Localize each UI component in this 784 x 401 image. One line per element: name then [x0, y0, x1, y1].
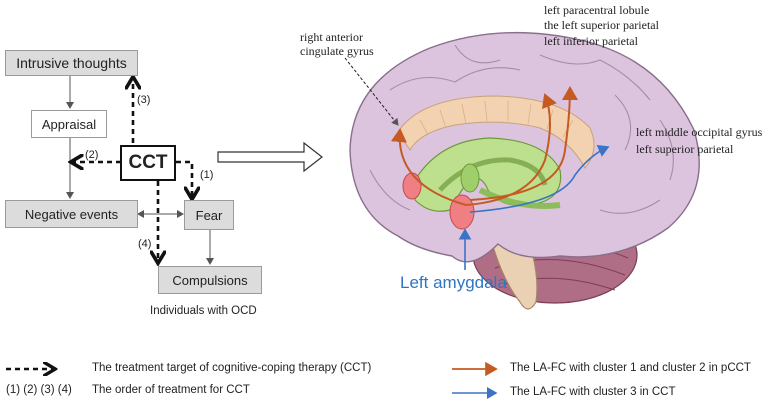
top-region-label-1: left paracentral lobule — [544, 3, 650, 17]
legend-orange-text: The LA-FC with cluster 1 and cluster 2 i… — [510, 362, 751, 374]
cct-dashed-arrows — [72, 78, 192, 262]
appraisal-box: Appraisal — [31, 110, 107, 138]
top-region-label-3: left inferior parietal — [544, 34, 638, 48]
cingulate-label-line1: right anterior — [300, 30, 363, 44]
cingulate-label-line2: cingulate gyrus — [300, 44, 374, 58]
step-4-label: (4) — [138, 238, 152, 250]
right-region-label-1: left middle occipital gyrus — [636, 125, 763, 139]
ocd-caption: Individuals with OCD — [150, 305, 257, 317]
legend-order-text: The order of treatment for CCT — [92, 384, 250, 396]
solid-arrows — [66, 76, 214, 265]
legend-blue-text: The LA-FC with cluster 3 in CCT — [510, 386, 676, 398]
step-3-label: (3) — [137, 94, 151, 106]
legend-dashed-text: The treatment target of cognitive-coping… — [92, 362, 372, 374]
brain-illustration — [349, 31, 700, 310]
right-region-label-2: left superior parietal — [636, 142, 734, 156]
compulsions-box: Compulsions — [158, 266, 262, 294]
step-1-label: (1) — [200, 169, 214, 181]
legend-order-numbers: (1) (2) (3) (4) — [6, 384, 72, 396]
cct-box: CCT — [120, 145, 176, 181]
top-region-label-2: the left superior parietal — [544, 18, 659, 32]
blue-connectivity — [458, 145, 610, 270]
fear-box: Fear — [184, 200, 234, 230]
negative-events-box: Negative events — [5, 200, 138, 228]
cingulate-leader — [344, 57, 399, 126]
orange-connectivity — [390, 86, 578, 206]
step-2-label: (2) — [85, 149, 99, 161]
hollow-arrow — [217, 141, 323, 173]
intrusive-thoughts-box: Intrusive thoughts — [5, 50, 138, 76]
left-amygdala-label: Left amygdala — [400, 273, 507, 292]
